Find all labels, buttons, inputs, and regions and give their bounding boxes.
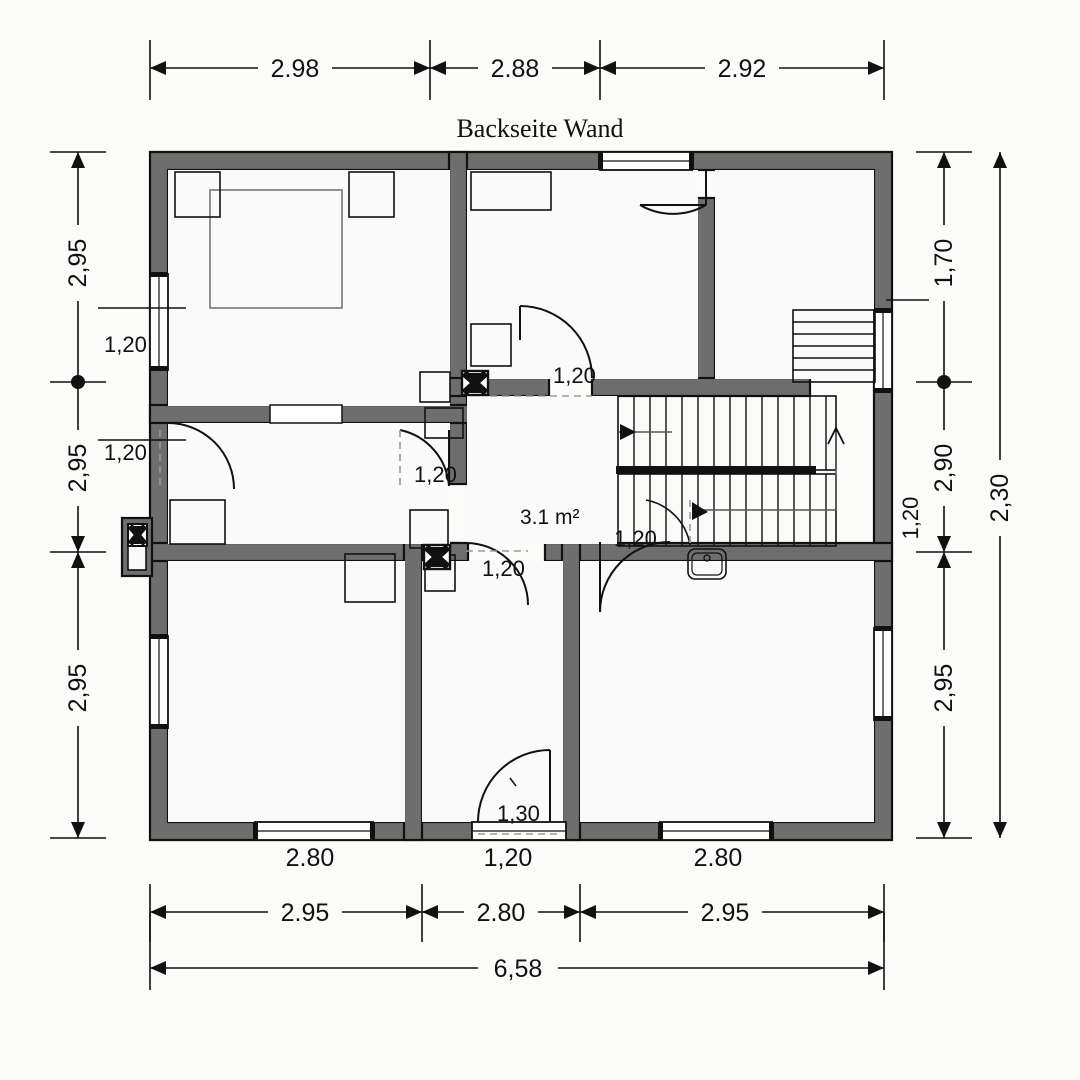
window-top-jamb-r [689, 152, 694, 170]
furniture-bottom-left-a [344, 553, 396, 603]
label-hall-area: 3.1 m² [520, 506, 580, 529]
bed [209, 189, 343, 309]
sink-drain [703, 554, 711, 562]
dim-right-3: 2,95 [930, 664, 958, 713]
door-group [167, 171, 707, 823]
room-middle-left [168, 423, 450, 544]
dim-top-2: 2.88 [491, 55, 540, 83]
dim-right-2: 2,90 [930, 444, 958, 493]
stair-start-markers [620, 424, 708, 520]
door-bottom-middle [477, 749, 551, 823]
room-bedroom-top-left [168, 170, 450, 406]
stair-stringer [616, 466, 816, 474]
dim-arrows-top [150, 61, 884, 75]
furniture-hall-box-b [424, 407, 464, 439]
furniture-top-middle [470, 171, 552, 211]
dim-left-inner-1: 1,20 [104, 332, 147, 357]
door-hall-left-upper [399, 429, 450, 487]
dim-arrows-right [937, 152, 951, 838]
window-right-lower-jamb-b [874, 716, 892, 721]
window-group [149, 151, 893, 841]
door-top-middle [519, 305, 593, 379]
shaft-symbols [127, 369, 490, 571]
dim-bottom-overall: 6,58 [494, 955, 543, 983]
label-door-bottom-mid: 1,30 [497, 801, 540, 826]
dim-left-3: 2,95 [64, 664, 92, 713]
dim-right-1: 1,70 [930, 239, 958, 288]
dim-bottom-window-3: 2.80 [694, 844, 743, 872]
opening-bedroom-middle [269, 404, 343, 424]
door-top-right [639, 171, 707, 215]
sink-bowl [691, 552, 723, 576]
dim-bottom-3: 2.95 [701, 899, 750, 927]
shaft-symbol-mid [422, 543, 452, 571]
room-top-right [715, 170, 874, 379]
window-right-upper-jamb-b [874, 388, 892, 393]
shaft-symbol-left [127, 523, 148, 547]
shaft-symbol-hall [460, 369, 490, 397]
dim-arrows-left [71, 152, 85, 838]
door-hall-left-lower [465, 542, 529, 606]
dimension-text-group: Backseite Wand 2.98 2.88 2.92 2,95 2,95 … [63, 52, 1015, 983]
room-bottom-right [580, 561, 874, 822]
stair-main-treads [633, 396, 827, 470]
window-bottom-right-jamb-l [658, 822, 663, 840]
window-left-upper-jamb-t [150, 272, 168, 277]
dim-bottom-window-2: 1,20 [484, 844, 533, 872]
furniture-top-middle-small [470, 323, 512, 367]
interior-wall-v-right-top [695, 196, 717, 390]
dim-bottom-1: 2.95 [281, 899, 330, 927]
door-hall-right [599, 499, 691, 613]
interior-wall-v-bottom-left [402, 541, 424, 842]
dim-bottom-2: 2.80 [477, 899, 526, 927]
door-middle-left [167, 422, 235, 490]
window-right-lower-jamb-t [874, 626, 892, 631]
sink-basin [687, 548, 727, 580]
nightstand-right [348, 171, 395, 218]
dim-top-3: 2.92 [718, 55, 767, 83]
furniture-hall-box-a [419, 371, 451, 403]
dim-right-overall: 2,30 [986, 474, 1014, 523]
dim-right-inner-1: 1,20 [898, 497, 923, 540]
dim-left-inner-2: 1,20 [104, 440, 147, 465]
dim-arrows-bottom [150, 905, 884, 919]
furniture-middle-left-a [169, 499, 226, 545]
threshold-lines [159, 395, 691, 835]
window-right-upper-jamb-t [874, 308, 892, 313]
window-bottom-left-jamb-l [253, 822, 258, 840]
window-top-jamb-l [598, 152, 603, 170]
label-door-hall-left-upper: 1,20 [414, 462, 457, 487]
window-bottom-left-jamb-r [370, 822, 375, 840]
dim-top-1: 2.98 [271, 55, 320, 83]
window-left-lower-jamb-t [150, 634, 168, 639]
room-bottom-middle [422, 561, 563, 822]
nightstand-left [174, 171, 221, 218]
window-left-upper-jamb-b [150, 366, 168, 371]
window-left-lower-jamb-b [150, 724, 168, 729]
dim-arrows-bottom-overall [150, 961, 884, 975]
stair-upper-treads [793, 321, 875, 371]
label-door-hall-left-lower: 1,20 [482, 556, 525, 581]
label-door-top-mid: 1,20 [553, 363, 596, 388]
interior-wall-v-bottom-right [560, 541, 582, 842]
room-top-middle [467, 170, 698, 379]
dim-bottom-window-1: 2.80 [286, 844, 335, 872]
plan-title: Backseite Wand [456, 114, 623, 143]
door-label-group: 1,20 1,20 1,20 1,20 1,30 3.1 m² [414, 363, 657, 826]
label-door-hall-right: 1,20 [614, 526, 657, 551]
room-bottom-left [168, 561, 405, 822]
dim-left-2: 2,95 [64, 444, 92, 493]
interior-wall-h-mid-upper-b [590, 376, 812, 398]
window-bottom-right-jamb-r [769, 822, 774, 840]
room-hallway [467, 396, 617, 544]
dim-arrows-right-overall [993, 152, 1007, 838]
dim-left-1: 2,95 [64, 239, 92, 288]
staircase [616, 309, 876, 547]
